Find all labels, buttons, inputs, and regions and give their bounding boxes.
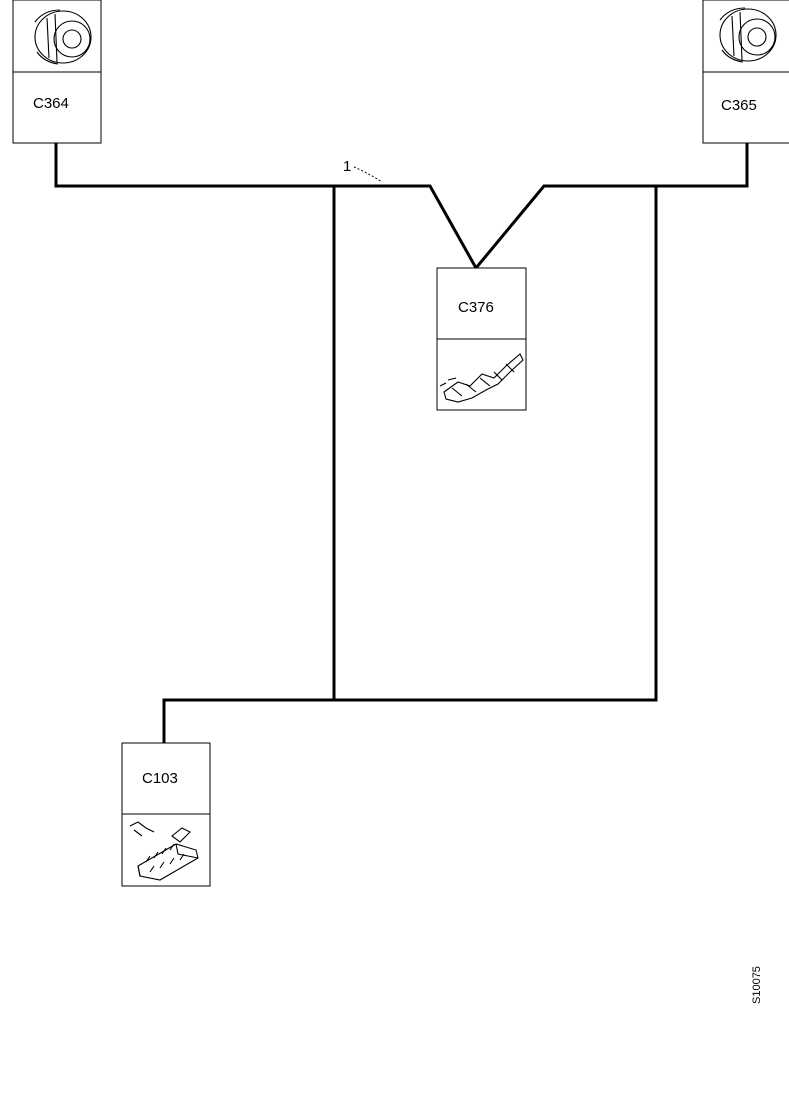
connector-c376-id: C376 (458, 299, 494, 316)
connector-c103-id: C103 (142, 770, 178, 787)
connector-c364-label-cell (12, 71, 102, 144)
round-connector-icon (719, 7, 777, 63)
connector-c103[interactable]: C103 (121, 742, 211, 887)
connector-c364[interactable]: C364 (12, 0, 102, 144)
inline-connector-icon (439, 353, 524, 403)
multi-pin-connector-icon (129, 821, 199, 881)
connector-c365[interactable]: C365 (702, 0, 789, 144)
callout-leader (353, 166, 383, 183)
connector-c103-label-cell (121, 742, 211, 815)
connector-c364-id: C364 (33, 95, 69, 112)
callout-1: 1 (343, 158, 383, 183)
connector-c365-id: C365 (721, 97, 757, 114)
harness-wires (54, 141, 749, 745)
connector-c376-label-cell (436, 267, 527, 340)
callout-number: 1 (343, 158, 351, 175)
connector-c365-label-cell (702, 71, 789, 144)
round-connector-icon (34, 9, 92, 65)
figure-code: S10075 (751, 966, 763, 1004)
connector-c376[interactable]: C376 (436, 267, 527, 411)
